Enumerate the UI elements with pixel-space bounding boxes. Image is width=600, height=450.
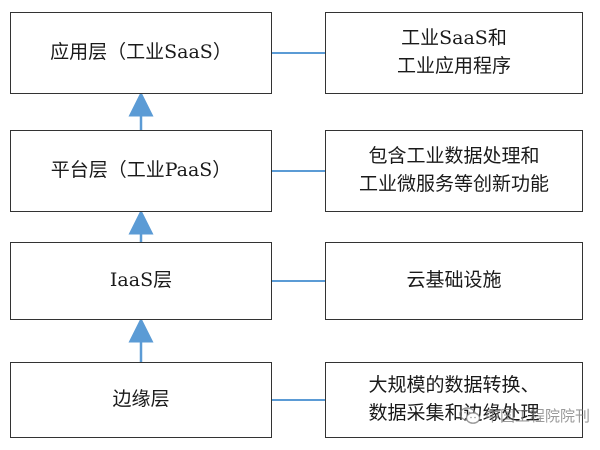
desc-line: 工业应用程序 <box>396 55 511 77</box>
desc-line: 大规模的数据转换、 <box>368 374 540 397</box>
layer-label-platform: 平台层（工业PaaS） <box>50 159 232 182</box>
layer-box-edge: 边缘层 <box>10 362 272 438</box>
desc-line: 工业SaaS和 <box>401 27 507 50</box>
layer-box-iaas: IaaS层 <box>10 242 272 320</box>
layer-label-iaas: IaaS层 <box>109 269 173 292</box>
desc-box-platform: 包含工业数据处理和 工业微服务等创新功能 <box>325 130 583 212</box>
desc-box-iaas: 云基础设施 <box>325 242 583 320</box>
desc-line: 云基础设施 <box>406 269 502 292</box>
layer-box-platform: 平台层（工业PaaS） <box>10 130 272 212</box>
watermark: 中国工程院院刊 <box>459 405 590 426</box>
desc-line: 包含工业数据处理和 <box>368 145 540 168</box>
layer-label-application: 应用层（工业SaaS） <box>50 41 232 64</box>
desc-line: 工业微服务等创新功能 <box>358 173 549 195</box>
desc-box-application: 工业SaaS和 工业应用程序 <box>325 12 583 94</box>
wechat-icon <box>459 406 481 424</box>
watermark-text: 中国工程院院刊 <box>484 407 590 425</box>
layer-box-application: 应用层（工业SaaS） <box>10 12 272 94</box>
desc-box-edge: 大规模的数据转换、 数据采集和边缘处理 <box>325 362 583 438</box>
layer-label-edge: 边缘层 <box>112 388 170 411</box>
desc-line: 数据采集和边缘处理 <box>368 402 540 424</box>
